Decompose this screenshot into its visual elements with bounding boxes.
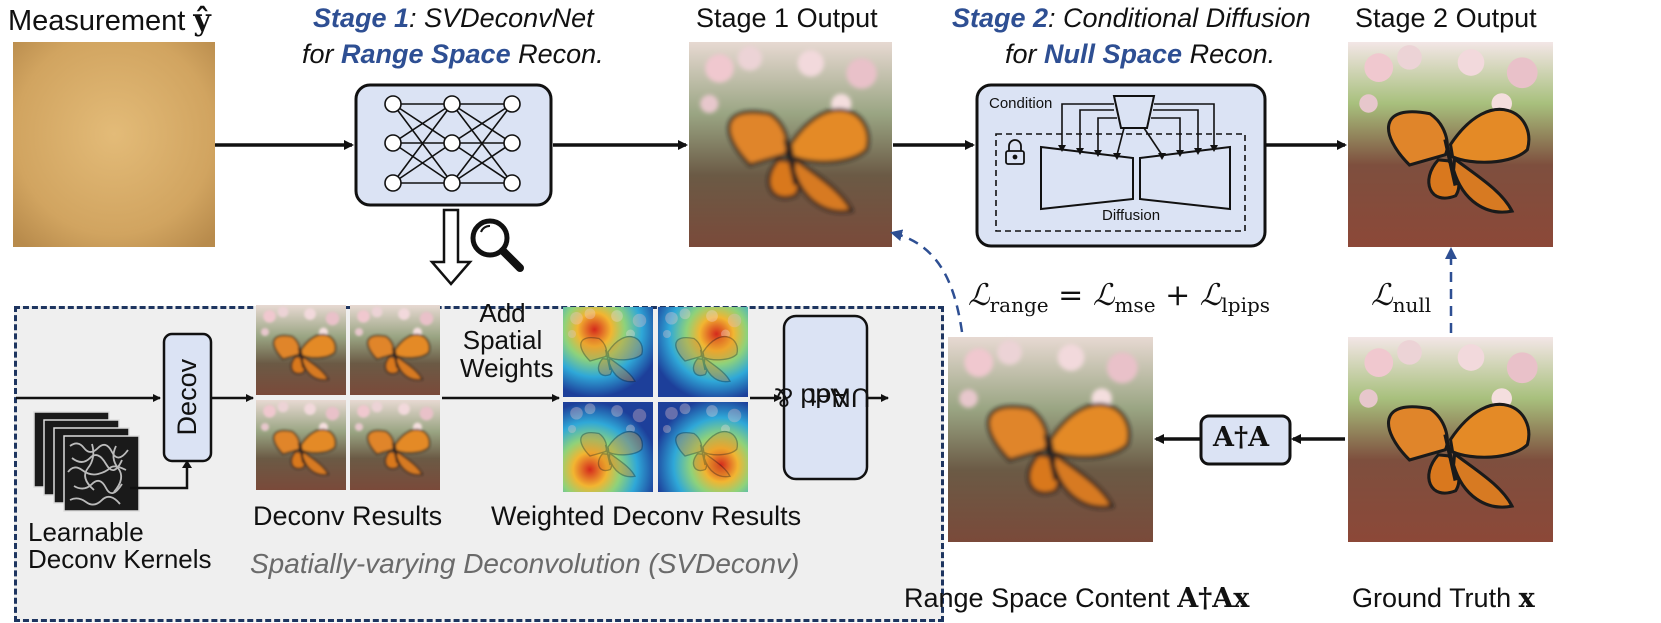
measurement-label: Measurement ŷ: [8, 3, 211, 38]
stage1-output-label: Stage 1 Output: [696, 3, 878, 33]
operator-label: A†A: [1213, 422, 1270, 453]
condition-label: Condition: [989, 95, 1053, 112]
unet-decoder: [1139, 145, 1231, 211]
svdeconv-panel-title: Spatially-varying Deconvolution (SVDecon…: [250, 548, 800, 579]
diffusion-inner-dashed: [995, 133, 1246, 232]
neural-network-icon: [384, 95, 521, 192]
lock-icon: [1005, 139, 1025, 165]
stage2-title-line2: for Null Space Recon.: [1005, 39, 1276, 69]
deconv-results-label: Deconv Results: [253, 501, 443, 531]
ground-truth-image: [1348, 337, 1553, 542]
deconv-results-grid: [256, 305, 440, 490]
range-loss-arrow: [890, 229, 964, 333]
decov-label: Decov: [172, 359, 203, 436]
null-loss-label: ℒnull: [1371, 278, 1432, 317]
range-space-content-label: Range Space Content A†Ax: [904, 583, 1250, 614]
kernels-label: Learnable Deconv Kernels: [28, 517, 212, 575]
weighted-results-grid: [563, 307, 748, 492]
kernel-to-decov-arrow: [130, 465, 189, 490]
kernel-stack: [33, 411, 140, 512]
stage2-output-image: [1348, 42, 1553, 247]
weighted-results-label: Weighted Deconv Results: [491, 501, 802, 531]
unet-encoder: [1040, 145, 1134, 211]
condition-encoder: [1112, 95, 1156, 129]
stage1-title-line2: for Range Space Recon.: [302, 39, 604, 69]
stage1-output-image: [689, 42, 892, 247]
down-arrow-icon: [429, 208, 473, 286]
measurement-image: [13, 42, 215, 247]
stage2-output-label: Stage 2 Output: [1355, 3, 1537, 33]
magnifier-icon: [470, 218, 524, 272]
add-unet-label: Add &UNet: [774, 382, 871, 413]
stage2-title-line1: Stage 2: Conditional Diffusion: [952, 3, 1311, 33]
add-unet-box: [782, 314, 869, 481]
diffusion-label: Diffusion: [1102, 207, 1161, 224]
ground-truth-label: Ground Truth x: [1352, 583, 1535, 614]
operator-box: [1199, 414, 1292, 466]
range-space-content-image: [948, 337, 1153, 542]
range-loss-label: ℒrange = ℒmse + ℒlpips: [968, 278, 1271, 317]
add-weights-label: Add Spatial Weights: [460, 298, 554, 383]
stage1-title-line1: Stage 1: SVDeconvNet: [313, 3, 594, 33]
